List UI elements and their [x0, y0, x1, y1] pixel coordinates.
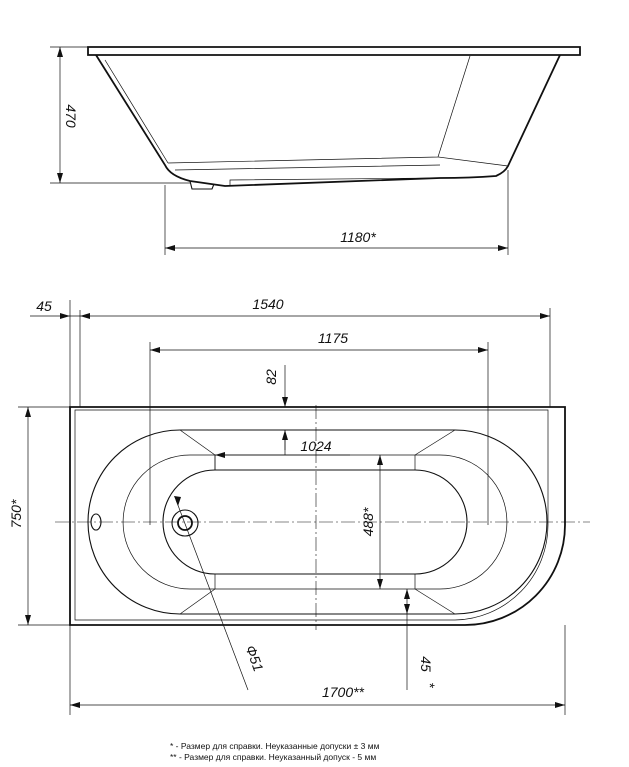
side-rim [87, 46, 581, 56]
side-inner-line [104, 55, 509, 186]
drain-inner [177, 515, 193, 531]
dim-bottom-1180: 1180* [340, 229, 376, 245]
note-2: ** - Размер для справки. Неуказанный доп… [170, 752, 376, 762]
side-bowl [95, 54, 561, 187]
dim-length-1540: 1540 [252, 296, 283, 312]
plan-bowl-ledge [122, 454, 508, 590]
dim-rim-82: 82 [263, 369, 279, 385]
note-1: * - Размер для справки. Неуказанные допу… [170, 741, 380, 751]
dim-floor-1024: 1024 [300, 438, 331, 454]
plan-outer-inner-edge [74, 409, 549, 621]
dim-width-750: 750* [8, 499, 24, 528]
side-view: 470 1180* [50, 46, 581, 255]
dim-offset-45: 45 [36, 298, 52, 314]
dim-end-rim-45: 45 [418, 656, 434, 672]
drain-outer [171, 509, 199, 537]
dim-bowl-1175: 1175 [318, 330, 348, 346]
dim-drain-51: Ф51 [243, 643, 267, 674]
plan-outer-outline [69, 406, 566, 626]
dim-floor-width-488: 488* [360, 507, 376, 536]
notes: * - Размер для справки. Неуказанные допу… [170, 741, 380, 762]
dim-total-1700: 1700** [322, 684, 365, 700]
side-drain [189, 180, 215, 190]
plan-view: 45 1540 1175 82 1024 750* [8, 296, 590, 715]
dim-height-470: 470 [63, 104, 79, 128]
dim-end-rim-star: * [422, 682, 438, 688]
